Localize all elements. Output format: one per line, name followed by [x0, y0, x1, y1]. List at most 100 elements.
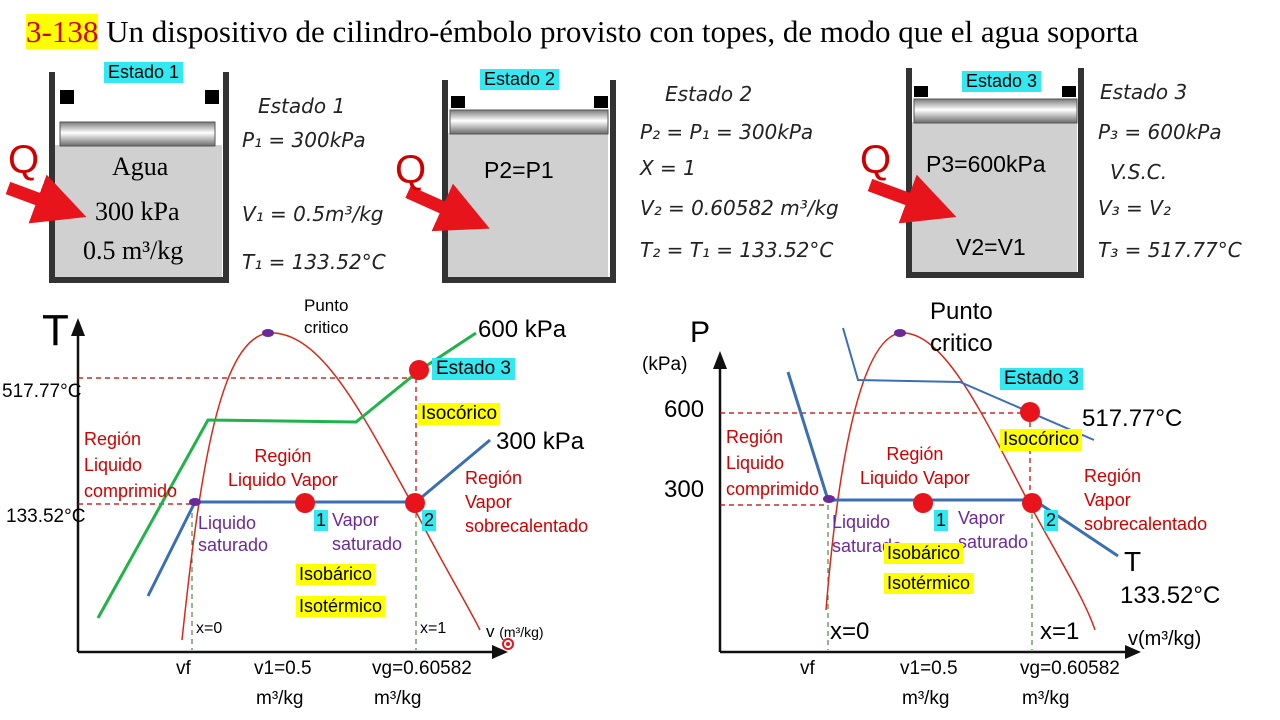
tv-region-vapor: Región Vapor sobrecalentado	[465, 466, 588, 538]
heat-arrow-3	[867, 174, 957, 224]
pv-vf-tick: vf	[800, 658, 815, 679]
pv-p-low-tick: 300	[664, 476, 705, 503]
cyl3-line-1: P3=600kPa	[926, 151, 1046, 177]
tv-point-1-label: 1	[314, 510, 329, 531]
tv-state-1-point	[295, 493, 315, 513]
pv-t-high-label: 517.77°C	[1082, 405, 1183, 432]
tv-region-liquido-1: Región	[84, 429, 142, 449]
heat-label-2: Q	[395, 148, 427, 192]
pv-state-3-point	[1020, 402, 1040, 422]
cyl1-line-3: 0.5 m³/kg	[83, 236, 184, 265]
pv-axis-x-label: v(m³/kg)	[1128, 628, 1202, 650]
tv-v1-unit: m³/kg	[256, 688, 304, 709]
problem-number: 3-138	[26, 14, 99, 49]
pv-vap-sat: Vapor saturado	[958, 506, 1028, 554]
tv-region-lv: Región Liquido Vapor	[228, 444, 338, 492]
pv-region-liquido: Región Liquido comprimido	[726, 424, 819, 502]
heat-label-3: Q	[860, 138, 892, 182]
cyl1-line-1: Agua	[112, 152, 169, 181]
pv-x1-label: x=1	[1040, 618, 1080, 645]
pv-point-1-label: 1	[934, 510, 949, 531]
tv-vg-unit: m³/kg	[374, 688, 422, 709]
pv-estado-3-badge: Estado 3	[1000, 368, 1083, 390]
tv-vap-sat: Vapor saturado	[332, 508, 402, 556]
pv-x0-label: x=0	[830, 618, 870, 645]
tv-t-high-tick: 517.77°C	[2, 381, 82, 402]
pv-critical-word-1: Punto	[930, 298, 993, 325]
pv-saturation-dome	[825, 332, 1096, 631]
pv-axis-y-unit: (kPa)	[642, 354, 688, 375]
pv-v1-unit: m³/kg	[902, 688, 950, 709]
state-1-badge: Estado 1	[104, 62, 184, 83]
tv-point-2-label: 2	[422, 510, 437, 531]
tv-region-vapor-2: Vapor	[465, 492, 512, 512]
tv-liq-sat-1: Liquido	[198, 513, 257, 533]
state-3-note-t: T₃ = 517.77°C	[1098, 238, 1242, 262]
tv-region-lv-2: Liquido Vapor	[228, 470, 338, 490]
pv-critical-point-label: Punto critico	[930, 296, 993, 360]
pv-diagram	[713, 327, 1141, 659]
state-2-note-title: Estado 2	[665, 82, 753, 106]
pv-state-2-point	[1022, 493, 1042, 513]
tv-state-3-point	[409, 360, 429, 380]
pv-region-lv: Región Liquido Vapor	[860, 442, 970, 490]
tv-critical-word-2: critico	[304, 318, 349, 337]
tv-region-vapor-3: sobrecalentado	[465, 516, 589, 536]
tv-critical-word-1: Punto	[304, 296, 349, 315]
state-3-note-title: Estado 3	[1100, 80, 1188, 104]
cyl1-line-2: 300 kPa	[95, 197, 180, 226]
state-3-badge: Estado 3	[962, 71, 1042, 92]
tv-x0-label: x=0	[196, 620, 223, 637]
state-1-note-p: P₁ = 300kPa	[242, 128, 366, 152]
problem-statement: Un dispositivo de cilindro-émbolo provis…	[106, 14, 1139, 49]
tv-isobar-600-label: 600 kPa	[478, 316, 567, 343]
state-2-note-t: T₂ = T₁ = 133.52°C	[640, 238, 834, 262]
pv-vap-sat-1: Vapor	[958, 508, 1005, 528]
pv-isocorico-badge: Isocórico	[1000, 429, 1083, 451]
tv-isobarico-badge: Isobárico	[296, 564, 376, 585]
state-2-badge: Estado 2	[480, 69, 560, 90]
state-2-note-v: V₂ = 0.60582 m³/kg	[640, 196, 839, 220]
pv-t-low-label: 133.52°C	[1120, 582, 1221, 609]
problem-title: 3-138 Un dispositivo de cilindro-émbolo …	[26, 14, 1138, 50]
state-3-note-v: V₃ = V₂	[1098, 196, 1171, 220]
cyl3-line-2: V2=V1	[956, 234, 1026, 260]
tv-isobar-600	[96, 331, 477, 619]
pv-v1-tick: v1=0.5	[900, 658, 958, 679]
pv-region-vapor-3: sobrecalentado	[1084, 514, 1208, 534]
tv-region-vapor-1: Región	[465, 468, 523, 488]
pv-isobarico-badge: Isobárico	[884, 543, 964, 564]
tv-v1-tick: v1=0.5	[254, 658, 312, 679]
pv-region-vapor-2: Vapor	[1084, 490, 1131, 510]
tv-axis-y-label: T	[42, 306, 69, 355]
pv-axis-y-label: P	[690, 316, 711, 349]
tv-isotermico-badge: Isotérmico	[296, 596, 386, 617]
tv-axis-x-label: v (m³/kg)	[486, 622, 544, 642]
tv-vap-sat-2: saturado	[332, 534, 403, 554]
state-1-note-t: T₁ = 133.52°C	[242, 250, 386, 274]
pv-liq-sat-1: Liquido	[832, 512, 891, 532]
pv-vap-sat-2: saturado	[958, 532, 1029, 552]
tv-liq-sat: Liquido saturado	[198, 512, 268, 556]
pv-point-2-label: 2	[1044, 510, 1059, 531]
tv-estado-3-badge: Estado 3	[432, 358, 515, 380]
pv-region-vapor: Región Vapor sobrecalentado	[1084, 464, 1207, 536]
heat-label-1: Q	[8, 138, 40, 182]
tv-x1-label: x=1	[420, 620, 447, 637]
heat-arrow-1	[5, 174, 87, 224]
tv-region-liquido-3: comprimido	[84, 481, 178, 501]
tv-axis-x-var: v	[486, 622, 495, 641]
pv-critical-word-2: critico	[930, 330, 993, 357]
tv-vg-tick: vg=0.60582	[372, 658, 472, 679]
pv-region-liquido-2: Liquido	[726, 453, 785, 473]
pv-region-liquido-3: comprimido	[726, 479, 820, 499]
tv-diagram	[71, 318, 514, 659]
tv-axis-x-unit: (m³/kg)	[499, 624, 544, 640]
pv-region-liquido-1: Región	[726, 427, 784, 447]
tv-t-low-tick: 133.52°C	[6, 506, 86, 527]
tv-saturation-dome	[181, 332, 481, 641]
state-3-note-vsc: V.S.C.	[1110, 160, 1168, 184]
pv-vg-tick: vg=0.60582	[1020, 658, 1120, 679]
tv-region-lv-1: Región	[254, 446, 312, 466]
